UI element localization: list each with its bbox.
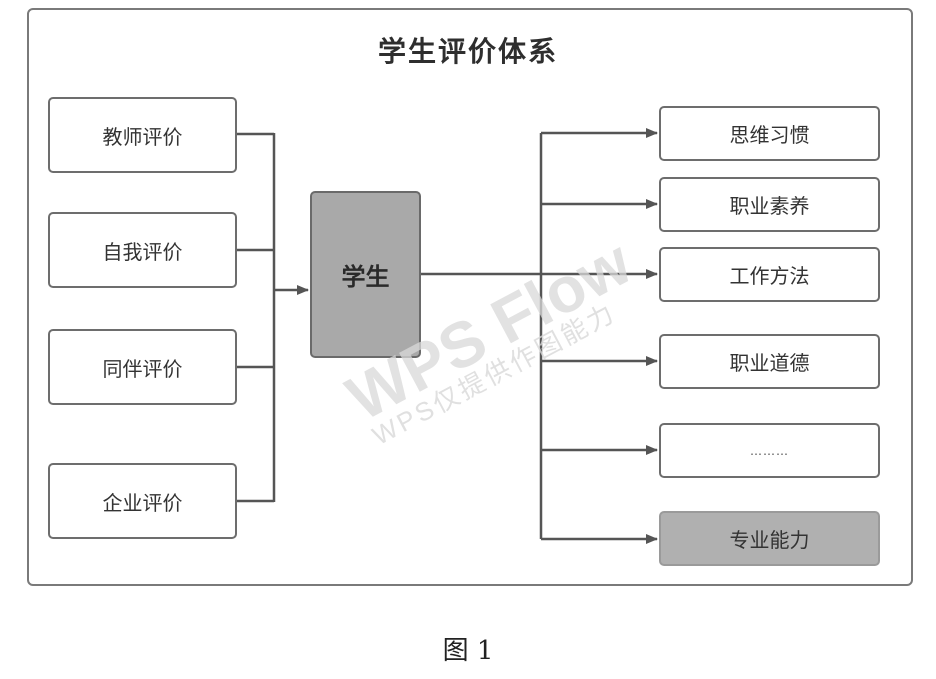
input-node-label: 同伴评价 (102, 356, 183, 381)
input-node-peer: 同伴评价 (48, 329, 237, 405)
output-node-label: 思维习惯 (729, 123, 810, 147)
output-node-label: ……… (750, 443, 789, 458)
figure-caption: 图 1 (442, 636, 494, 666)
output-node-professional-ethics: 职业道德 (659, 334, 880, 389)
input-node-teacher: 教师评价 (48, 97, 237, 173)
output-node-label: 工作方法 (729, 264, 810, 288)
input-node-label: 企业评价 (102, 490, 183, 515)
input-node-enterprise: 企业评价 (48, 463, 237, 539)
output-node-professional-skills: 专业能力 (659, 511, 880, 566)
output-node-professional-quality: 职业素养 (659, 177, 880, 232)
diagram-title: 学生评价体系 (377, 35, 558, 68)
input-node-label: 自我评价 (102, 239, 183, 264)
input-node-self: 自我评价 (48, 212, 237, 288)
output-node-label: 职业道德 (729, 351, 810, 375)
output-node-label: 专业能力 (729, 528, 810, 552)
center-node-label: 学生 (341, 263, 390, 291)
output-node-ellipsis: ……… (659, 423, 880, 478)
center-node-student: 学生 (310, 191, 421, 358)
input-node-label: 教师评价 (102, 124, 183, 149)
output-node-label: 职业素养 (729, 194, 810, 218)
output-node-thinking-habits: 思维习惯 (659, 106, 880, 161)
output-node-work-methods: 工作方法 (659, 247, 880, 302)
